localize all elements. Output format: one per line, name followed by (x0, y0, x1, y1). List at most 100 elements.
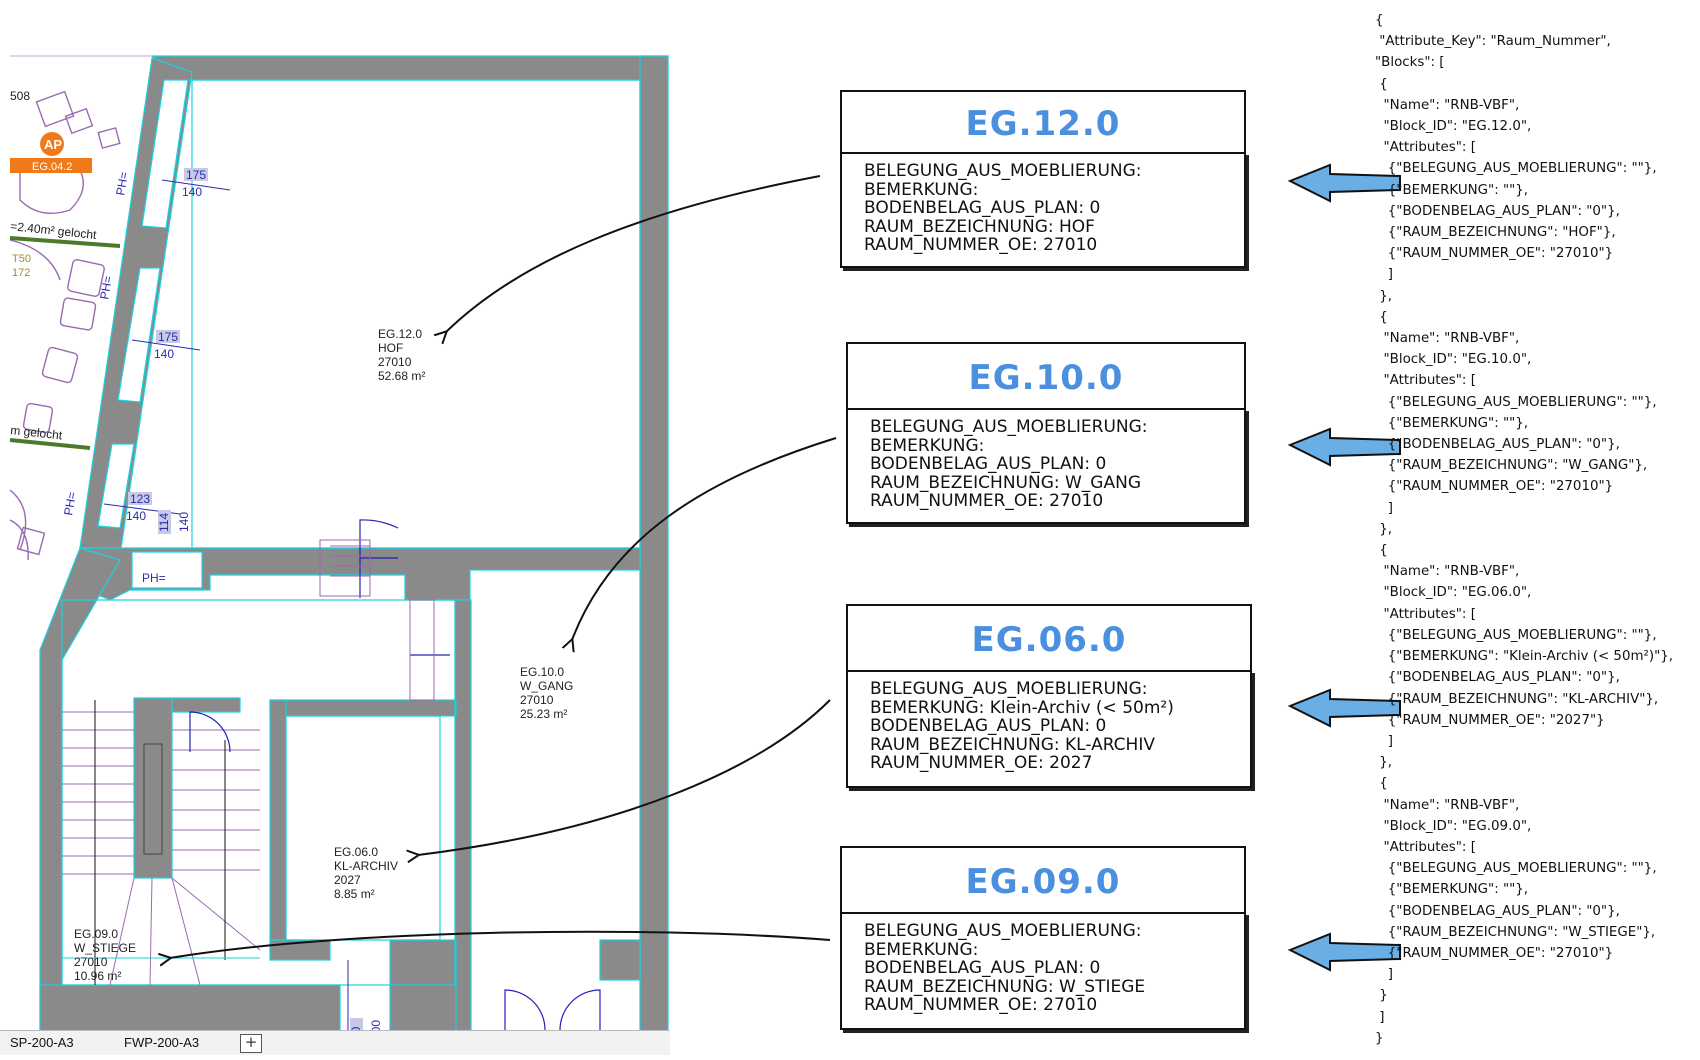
json-line: } (1375, 1030, 1384, 1046)
card-line: RAUM_BEZEICHNUNG: HOF (864, 216, 1095, 237)
json-line: {"RAUM_BEZEICHNUNG": "HOF"}, (1375, 225, 1616, 241)
card-line: RAUM_NUMMER_OE: 27010 (870, 491, 1104, 511)
json-line: { (1375, 309, 1388, 325)
window-ph-3: PH= (61, 491, 79, 517)
svg-text:8.85 m²: 8.85 m² (334, 887, 375, 901)
card-line: BODENBELAG_AUS_PLAN: 0 (864, 958, 1101, 978)
sheet-tab-bar: SP-200-A3 FWP-200-A3 + (0, 1030, 670, 1055)
json-line: {"BODENBELAG_AUS_PLAN": "0"}, (1375, 670, 1620, 686)
card-line: BELEGUNG_AUS_MOEBLIERUNG: (864, 161, 1142, 181)
json-line: {"RAUM_NUMMER_OE": "2027"} (1375, 712, 1605, 728)
card-line: RAUM_BEZEICHNUNG: KL-ARCHIV (870, 734, 1155, 755)
json-line: { (1375, 776, 1388, 792)
dim-123: 123 (130, 492, 150, 506)
json-line: "Attributes": [ (1375, 373, 1476, 389)
svg-text:EG.12.0: EG.12.0 (378, 327, 422, 341)
card-line: BEMERKUNG: (864, 939, 979, 960)
card-line: BODENBELAG_AUS_PLAN: 0 (870, 454, 1107, 474)
json-line: { (1375, 76, 1388, 92)
json-line: "Attributes": [ (1375, 839, 1476, 855)
svg-text:HOF: HOF (378, 341, 403, 355)
window-ph-4: PH= (142, 571, 166, 585)
room-stamp-eg06: EG.06.0 KL-ARCHIV 2027 8.85 m² (334, 845, 398, 901)
json-line: {"RAUM_NUMMER_OE": "27010"} (1375, 945, 1614, 961)
card-line: BEMERKUNG: Klein-Archiv (< 50m²) (870, 697, 1174, 718)
json-line: { (1375, 13, 1384, 28)
add-sheet-button[interactable]: + (240, 1034, 262, 1053)
card-title: EG.12.0 (840, 90, 1246, 154)
json-line: "Name": "RNB-VBF", (1375, 797, 1520, 813)
room-stamp-eg10: EG.10.0 W_GANG 27010 25.23 m² (520, 665, 573, 721)
ap-badge: AP (44, 137, 62, 152)
json-line: ] (1375, 733, 1393, 749)
svg-text:EG.06.0: EG.06.0 (334, 845, 378, 859)
json-line: ] (1375, 500, 1393, 516)
tab-sp-200-a3[interactable]: SP-200-A3 (10, 1035, 74, 1050)
card-line: RAUM_BEZEICHNUNG: W_STIEGE (864, 976, 1146, 997)
card-line: BODENBELAG_AUS_PLAN: 0 (870, 716, 1107, 736)
card-body: BELEGUNG_AUS_MOEBLIERUNG: BEMERKUNG: BOD… (840, 912, 1246, 1030)
json-line: "Name": "RNB-VBF", (1375, 97, 1520, 113)
json-line: "Block_ID": "EG.10.0", (1375, 352, 1532, 368)
workplace-label: EG.04.2 (32, 161, 72, 173)
card-line: BELEGUNG_AUS_MOEBLIERUNG: (864, 921, 1142, 941)
json-line: {"BODENBELAG_AUS_PLAN": "0"}, (1375, 437, 1620, 453)
json-line: "Block_ID": "EG.09.0", (1375, 818, 1532, 834)
perforated-note-2: m gelocht (10, 423, 64, 442)
json-line: {"RAUM_NUMMER_OE": "27010"} (1375, 479, 1614, 495)
json-listing: { "Attribute_Key": "Raum_Nummer","Blocks… (1375, 10, 1695, 1049)
attribute-card-eg09: EG.09.0 BELEGUNG_AUS_MOEBLIERUNG: BEMERK… (840, 846, 1246, 1038)
json-line: {"BEMERKUNG": ""}, (1375, 882, 1529, 898)
attribute-card-eg10: EG.10.0 BELEGUNG_AUS_MOEBLIERUNG: BEMERK… (846, 342, 1246, 532)
windows (97, 79, 203, 589)
json-line: "Name": "RNB-VBF", (1375, 564, 1520, 580)
json-line: {"BELEGUNG_AUS_MOEBLIERUNG": ""}, (1375, 627, 1657, 643)
dim-140-b: 140 (154, 347, 174, 361)
svg-text:27010: 27010 (378, 355, 412, 369)
json-line: }, (1375, 288, 1393, 304)
json-line: }, (1375, 755, 1393, 771)
tag-t50: T50 (12, 253, 31, 265)
attribute-card-eg06: EG.06.0 BELEGUNG_AUS_MOEBLIERUNG: BEMERK… (846, 604, 1252, 796)
json-line: {"RAUM_NUMMER_OE": "27010"} (1375, 246, 1614, 262)
json-line: {"BELEGUNG_AUS_MOEBLIERUNG": ""}, (1375, 861, 1657, 877)
dim-175-b: 175 (158, 330, 178, 344)
json-line: ] (1375, 267, 1393, 283)
json-line: { (1375, 543, 1388, 559)
json-line: "Attribute_Key": "Raum_Nummer", (1375, 34, 1611, 50)
room-stamp-eg09: EG.09.0 W_STIEGE 27010 10.96 m² (74, 927, 136, 983)
svg-text:27010: 27010 (74, 955, 108, 969)
json-line: {"BEMERKUNG": ""}, (1375, 182, 1529, 198)
svg-text:EG.09.0: EG.09.0 (74, 927, 118, 941)
tag-172: 172 (12, 267, 30, 279)
dim-114: 114 (157, 513, 171, 532)
card-line: BODENBELAG_AUS_PLAN: 0 (864, 198, 1101, 218)
attribute-card-eg12: EG.12.0 BELEGUNG_AUS_MOEBLIERUNG: BEMERK… (840, 90, 1246, 280)
card-line: RAUM_BEZEICHNUNG: W_GANG (870, 472, 1142, 493)
svg-text:KL-ARCHIV: KL-ARCHIV (334, 859, 398, 873)
json-line: {"BELEGUNG_AUS_MOEBLIERUNG": ""}, (1375, 394, 1657, 410)
card-line: BELEGUNG_AUS_MOEBLIERUNG: (870, 417, 1148, 437)
json-line: "Attributes": [ (1375, 606, 1476, 622)
card-body: BELEGUNG_AUS_MOEBLIERUNG: BEMERKUNG: BOD… (846, 408, 1246, 524)
json-line: {"BODENBELAG_AUS_PLAN": "0"}, (1375, 203, 1620, 219)
doors (189, 519, 601, 1031)
tab-fwp-200-a3[interactable]: FWP-200-A3 (124, 1035, 200, 1050)
dim-175-a: 175 (186, 168, 206, 182)
json-line: "Name": "RNB-VBF", (1375, 331, 1520, 347)
json-line: "Attributes": [ (1375, 140, 1476, 156)
card-body: BELEGUNG_AUS_MOEBLIERUNG: BEMERKUNG: Kle… (846, 670, 1252, 788)
dim-140-d: 140 (177, 512, 191, 532)
json-line: {"BEMERKUNG": ""}, (1375, 415, 1529, 431)
svg-text:W_STIEGE: W_STIEGE (74, 941, 136, 955)
dim-140-c: 140 (126, 509, 146, 523)
json-line: }, (1375, 521, 1393, 537)
card-line: BELEGUNG_AUS_MOEBLIERUNG: (870, 679, 1148, 699)
card-body: BELEGUNG_AUS_MOEBLIERUNG: BEMERKUNG: BOD… (840, 152, 1246, 268)
card-line: BEMERKUNG: (870, 435, 985, 456)
json-line: "Block_ID": "EG.12.0", (1375, 119, 1532, 135)
card-title: EG.10.0 (846, 342, 1246, 410)
svg-text:EG.10.0: EG.10.0 (520, 665, 564, 679)
json-line: {"BELEGUNG_AUS_MOEBLIERUNG": ""}, (1375, 161, 1657, 177)
floor-plan: 508 AP EG.04.2 =2.40m² gelocht m gelocht… (9, 55, 669, 1042)
